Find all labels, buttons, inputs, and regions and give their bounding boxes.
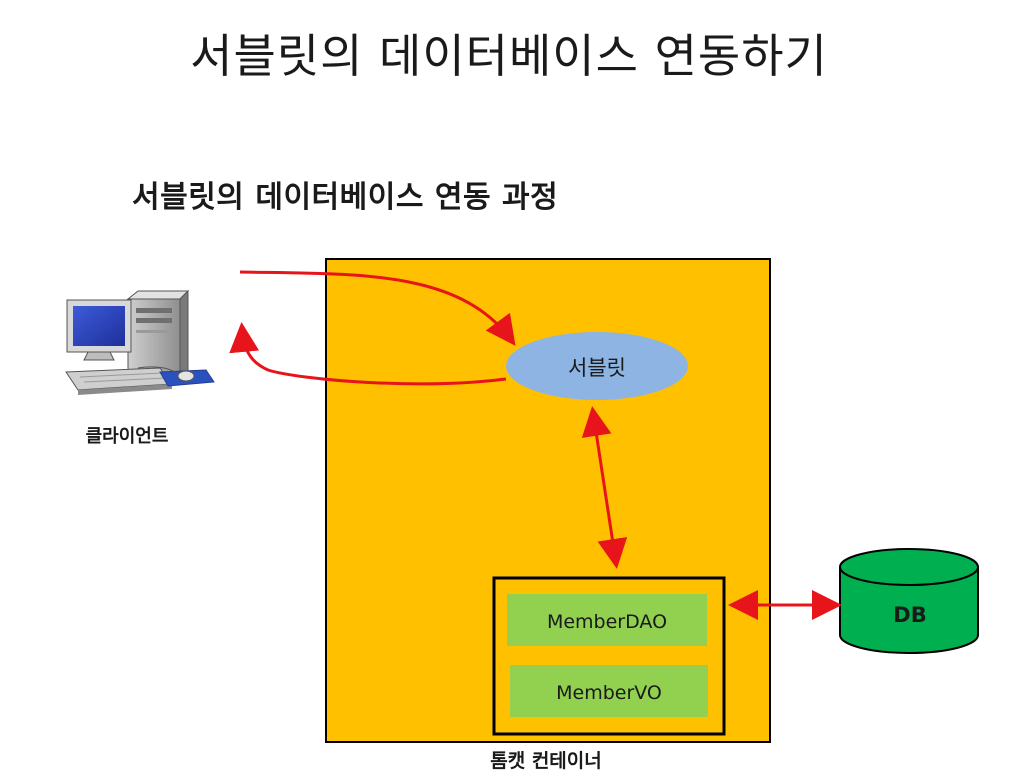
servlet-node <box>506 332 688 400</box>
page-title: 서블릿의 데이터베이스 연동하기 <box>190 29 828 83</box>
client-label: 클라이언트 <box>86 426 169 447</box>
request-arrow <box>239 270 516 346</box>
db-label: DB <box>893 603 926 627</box>
member-dao-box <box>507 594 707 646</box>
member-vo-label: MemberVO <box>556 682 662 704</box>
member-dao-label: MemberDAO <box>547 611 667 633</box>
database-icon <box>839 548 979 654</box>
servlet-model-arrow <box>581 406 628 569</box>
response-arrow <box>229 322 507 386</box>
member-vo-box <box>510 665 708 717</box>
tomcat-container-label: 톰캣 컨테이너 <box>490 750 602 772</box>
page-subtitle: 서블릿의 데이터베이스 연동 과정 <box>132 180 559 215</box>
servlet-label: 서블릿 <box>568 356 626 380</box>
client-computer-icon <box>65 289 215 395</box>
